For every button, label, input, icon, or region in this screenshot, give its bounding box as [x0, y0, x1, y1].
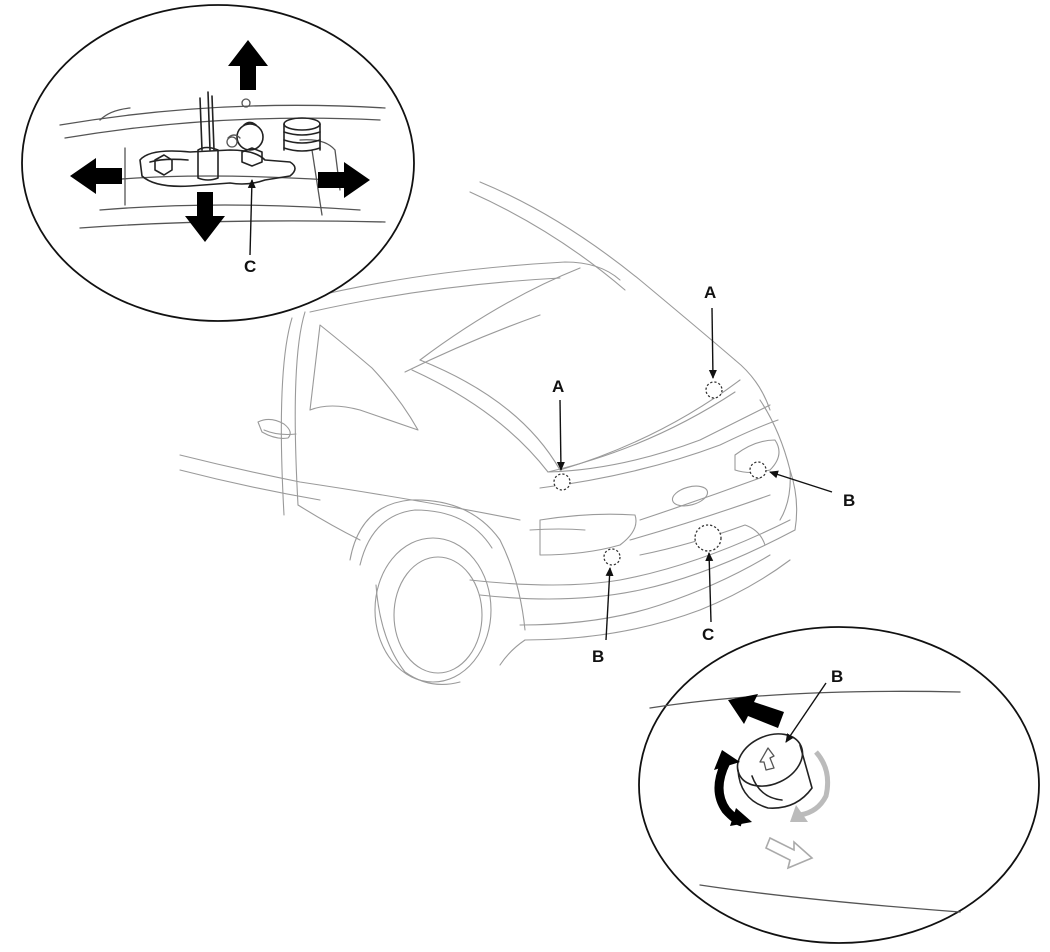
fastener-a-left	[553, 473, 571, 491]
arrow-pull-icon	[728, 694, 784, 728]
arrow-down-icon	[185, 192, 225, 242]
fastener-b-right	[749, 461, 767, 479]
label-c-inset: C	[244, 257, 256, 276]
arrow-up-icon	[228, 40, 268, 90]
label-b-left: B	[592, 647, 604, 666]
inset-direction-arrows	[70, 40, 370, 242]
inset-rotation-arrows	[714, 694, 784, 827]
fastener-a-right	[705, 381, 723, 399]
striker-c	[694, 524, 722, 552]
label-b-right: B	[843, 491, 855, 510]
inset-striker-detail	[21, 4, 415, 322]
label-c-bumper: C	[702, 625, 714, 644]
arrow-left-icon	[70, 158, 122, 194]
label-a-left: A	[552, 377, 564, 396]
label-a-right: A	[704, 283, 716, 302]
callout-leaders	[556, 307, 833, 641]
label-b-inset: B	[831, 667, 843, 686]
ghost-arrow-icon	[764, 836, 814, 870]
car-rear-view	[179, 181, 798, 685]
arrow-right-icon	[318, 162, 370, 198]
fastener-b-left	[603, 548, 621, 566]
marker-points	[553, 381, 767, 566]
